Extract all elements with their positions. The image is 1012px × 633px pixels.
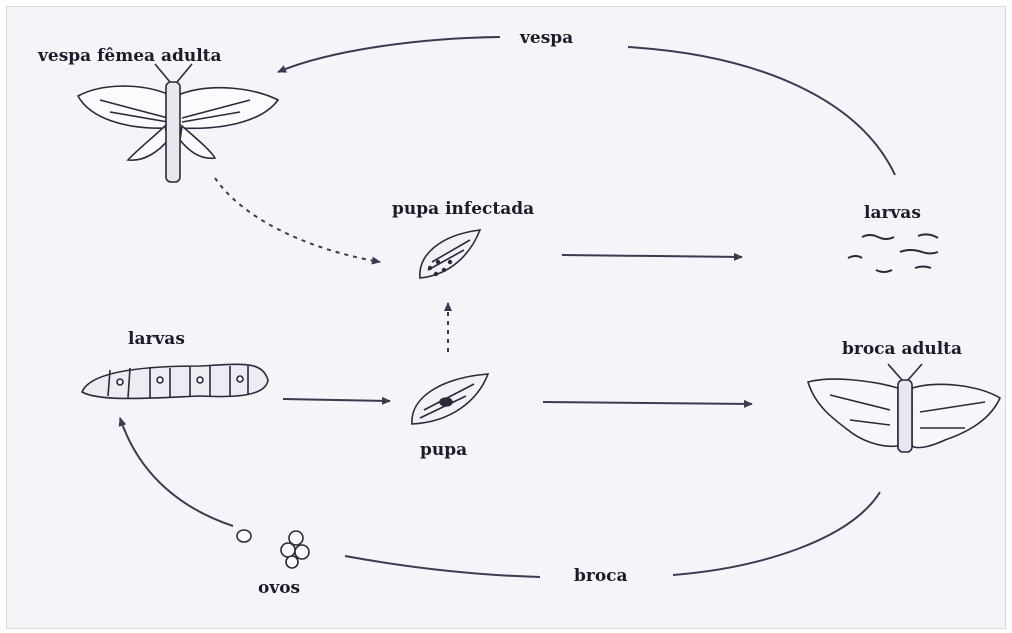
label-broca-adulta: broca adulta <box>842 339 962 359</box>
arrow-larvas-to-vespa-top-right <box>628 47 895 175</box>
arrow-vespa-to-adult-wasp <box>278 37 500 72</box>
label-ovos: ovos <box>258 578 300 598</box>
label-vespa: vespa <box>520 28 573 48</box>
label-larvas-left: larvas <box>128 329 185 349</box>
label-broca: broca <box>574 566 628 586</box>
label-pupa: pupa <box>420 440 467 460</box>
arrow-wasp-to-infected-pupa <box>215 178 380 262</box>
label-vespa-femea-adulta: vespa fêmea adulta <box>38 46 222 66</box>
arrow-eggs-to-larvae <box>120 418 233 526</box>
pupa-illustration <box>412 374 488 424</box>
label-larvas-top: larvas <box>864 203 921 223</box>
adult-wasp-illustration <box>78 64 278 182</box>
eggs-illustration <box>237 530 309 568</box>
arrow-adult-borer-to-broca <box>673 492 880 575</box>
adult-borer-illustration <box>808 364 1000 452</box>
infected-pupa-illustration <box>420 230 480 278</box>
arrow-infected-pupa-to-larvae <box>562 255 742 257</box>
caterpillar-illustration <box>82 364 268 398</box>
label-pupa-infectada: pupa infectada <box>392 199 534 219</box>
wasp-larvae-illustration <box>848 234 938 272</box>
arrow-broca-to-eggs <box>345 556 540 577</box>
arrow-pupa-to-adult-borer <box>543 402 752 404</box>
arrow-larvae-to-pupa <box>283 399 390 401</box>
